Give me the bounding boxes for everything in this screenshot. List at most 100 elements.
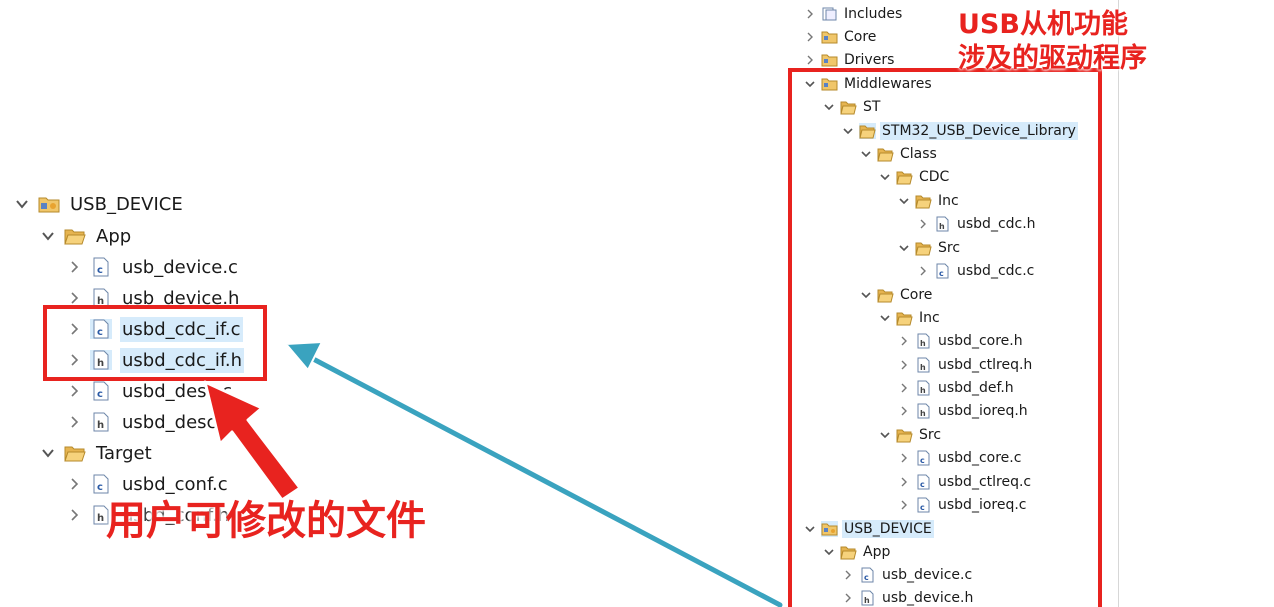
chevron-right-icon[interactable] [841,591,855,605]
tree-node-includes[interactable]: Includes [803,3,904,24]
tree-node-middlewares[interactable]: Middlewares [803,73,934,94]
tree-node-usb-device[interactable]: USB_DEVICE [803,518,934,539]
tree-node-class[interactable]: Class [859,143,939,164]
chevron-right-icon[interactable] [916,217,930,231]
tree-file-usbd-def-h[interactable]: h usbd_def.h [897,377,1016,398]
h-file-icon: h [90,412,112,432]
tree-file-usbd-core-c[interactable]: c usbd_core.c [897,447,1023,468]
tree-file-usbd-desc-h[interactable]: h usbd_desc.h [64,408,236,436]
chevron-right-icon[interactable] [897,334,911,348]
tree-file-usbd-cdc-h[interactable]: h usbd_cdc.h [916,213,1038,234]
tree-file-usb-device-h[interactable]: h usb_device.h [841,587,975,607]
tree-file-usbd-ioreq-h[interactable]: h usbd_ioreq.h [897,400,1030,421]
chevron-down-icon[interactable] [897,194,911,208]
h-file-icon: h [90,505,112,525]
tree-file-usbd-ioreq-c[interactable]: c usbd_ioreq.c [897,494,1029,515]
chevron-right-icon[interactable] [897,498,911,512]
tree-file-usb-device-c[interactable]: c usb_device.c [841,564,974,585]
chevron-down-icon[interactable] [878,170,892,184]
chevron-right-icon[interactable] [64,319,84,339]
chevron-right-icon[interactable] [897,381,911,395]
tree-node-target[interactable]: Target [38,439,154,467]
tree-node-cdc-src[interactable]: Src [897,237,962,258]
tree-file-usb-device-h[interactable]: h usb_device.h [64,284,241,312]
chevron-down-icon[interactable] [38,226,58,246]
tree-node-core-inc[interactable]: Inc [878,307,942,328]
tree-node-app[interactable]: App [38,222,133,250]
c-file-icon: c [915,474,932,490]
chevron-right-icon[interactable] [64,412,84,432]
tree-node-app[interactable]: App [822,541,892,562]
c-file-icon: c [859,567,876,583]
chevron-down-icon[interactable] [12,194,32,214]
file-label: usbd_ioreq.h [938,402,1028,419]
tree-node-label: STM32_USB_Device_Library [880,121,1078,140]
file-label: usb_device.c [122,256,238,278]
tree-node-st[interactable]: ST [822,96,882,117]
chevron-right-icon[interactable] [897,475,911,489]
tree-node-core-src[interactable]: Src [878,424,943,445]
chevron-down-icon[interactable] [897,241,911,255]
tree-file-usbd-conf-h[interactable]: h usbd_conf.h [64,501,231,529]
tree-node-label: Core [844,28,877,45]
c-file-icon: c [90,257,112,277]
source-folder-icon [821,76,838,92]
tree-node-cdc[interactable]: CDC [878,166,951,187]
chevron-right-icon[interactable] [803,7,817,21]
chevron-down-icon[interactable] [38,443,58,463]
svg-text:c: c [864,573,869,582]
chevron-right-icon[interactable] [897,451,911,465]
tree-node-usb-device[interactable]: USB_DEVICE [12,190,185,218]
tree-node-label: App [96,225,132,247]
chevron-down-icon[interactable] [878,311,892,325]
chevron-right-icon[interactable] [803,53,817,67]
svg-text:c: c [920,456,925,465]
teal-arrow [283,340,785,607]
tree-node-drivers[interactable]: Drivers [803,49,896,70]
tree-node-label: USB_DEVICE [842,519,934,538]
chevron-down-icon[interactable] [822,100,836,114]
h-file-icon: h [915,403,932,419]
chevron-right-icon[interactable] [916,264,930,278]
project-folder-icon [38,194,60,214]
chevron-down-icon[interactable] [859,288,873,302]
folder-open-icon [896,169,913,185]
tree-file-usbd-desc-c[interactable]: c usbd_desc.c [64,377,234,405]
tree-node-usb-device-library[interactable]: STM32_USB_Device_Library [841,120,1078,141]
tree-node-lib-core[interactable]: Core [859,284,934,305]
tree-node-cdc-inc[interactable]: Inc [897,190,961,211]
chevron-right-icon[interactable] [897,358,911,372]
tree-file-usbd-cdc-if-h[interactable]: h usbd_cdc_if.h [64,346,245,374]
chevron-right-icon[interactable] [64,257,84,277]
tree-node-label: Middlewares [844,75,932,92]
chevron-down-icon[interactable] [859,147,873,161]
chevron-down-icon[interactable] [803,522,817,536]
chevron-down-icon[interactable] [878,428,892,442]
chevron-down-icon[interactable] [841,124,855,138]
svg-text:h: h [920,386,926,395]
chevron-right-icon[interactable] [64,350,84,370]
tree-file-usbd-conf-c[interactable]: c usbd_conf.c [64,470,230,498]
chevron-right-icon[interactable] [64,381,84,401]
chevron-right-icon[interactable] [841,568,855,582]
chevron-down-icon[interactable] [822,545,836,559]
file-label: usbd_ioreq.c [938,496,1027,513]
tree-file-usbd-cdc-c[interactable]: c usbd_cdc.c [916,260,1036,281]
chevron-right-icon[interactable] [64,474,84,494]
chevron-right-icon[interactable] [897,404,911,418]
tree-file-usbd-ctlreq-h[interactable]: h usbd_ctlreq.h [897,354,1034,375]
tree-node-label: ST [863,98,881,115]
chevron-down-icon[interactable] [803,77,817,91]
tree-file-usbd-cdc-if-c[interactable]: c usbd_cdc_if.c [64,315,243,343]
svg-text:c: c [97,327,103,338]
file-label: usbd_core.c [938,449,1022,466]
c-file-icon: c [90,381,112,401]
tree-file-usb-device-c[interactable]: c usb_device.c [64,253,240,281]
tree-node-core[interactable]: Core [803,26,878,47]
file-label: usb_device.h [882,589,974,606]
tree-file-usbd-core-h[interactable]: h usbd_core.h [897,330,1025,351]
chevron-right-icon[interactable] [803,30,817,44]
tree-file-usbd-ctlreq-c[interactable]: c usbd_ctlreq.c [897,471,1033,492]
chevron-right-icon[interactable] [64,288,84,308]
chevron-right-icon[interactable] [64,505,84,525]
